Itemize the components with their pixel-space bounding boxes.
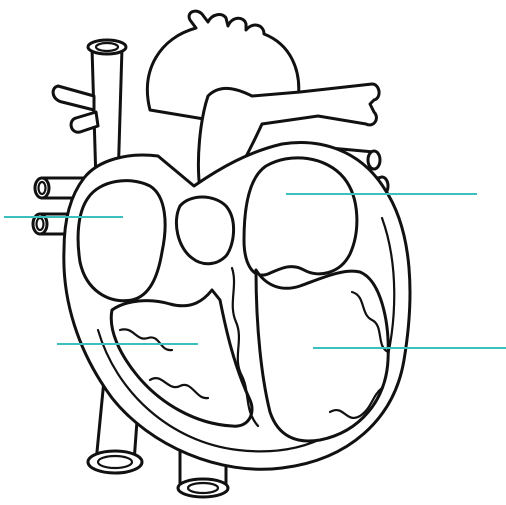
left-atrium bbox=[244, 158, 357, 275]
right-atrium bbox=[78, 181, 165, 301]
